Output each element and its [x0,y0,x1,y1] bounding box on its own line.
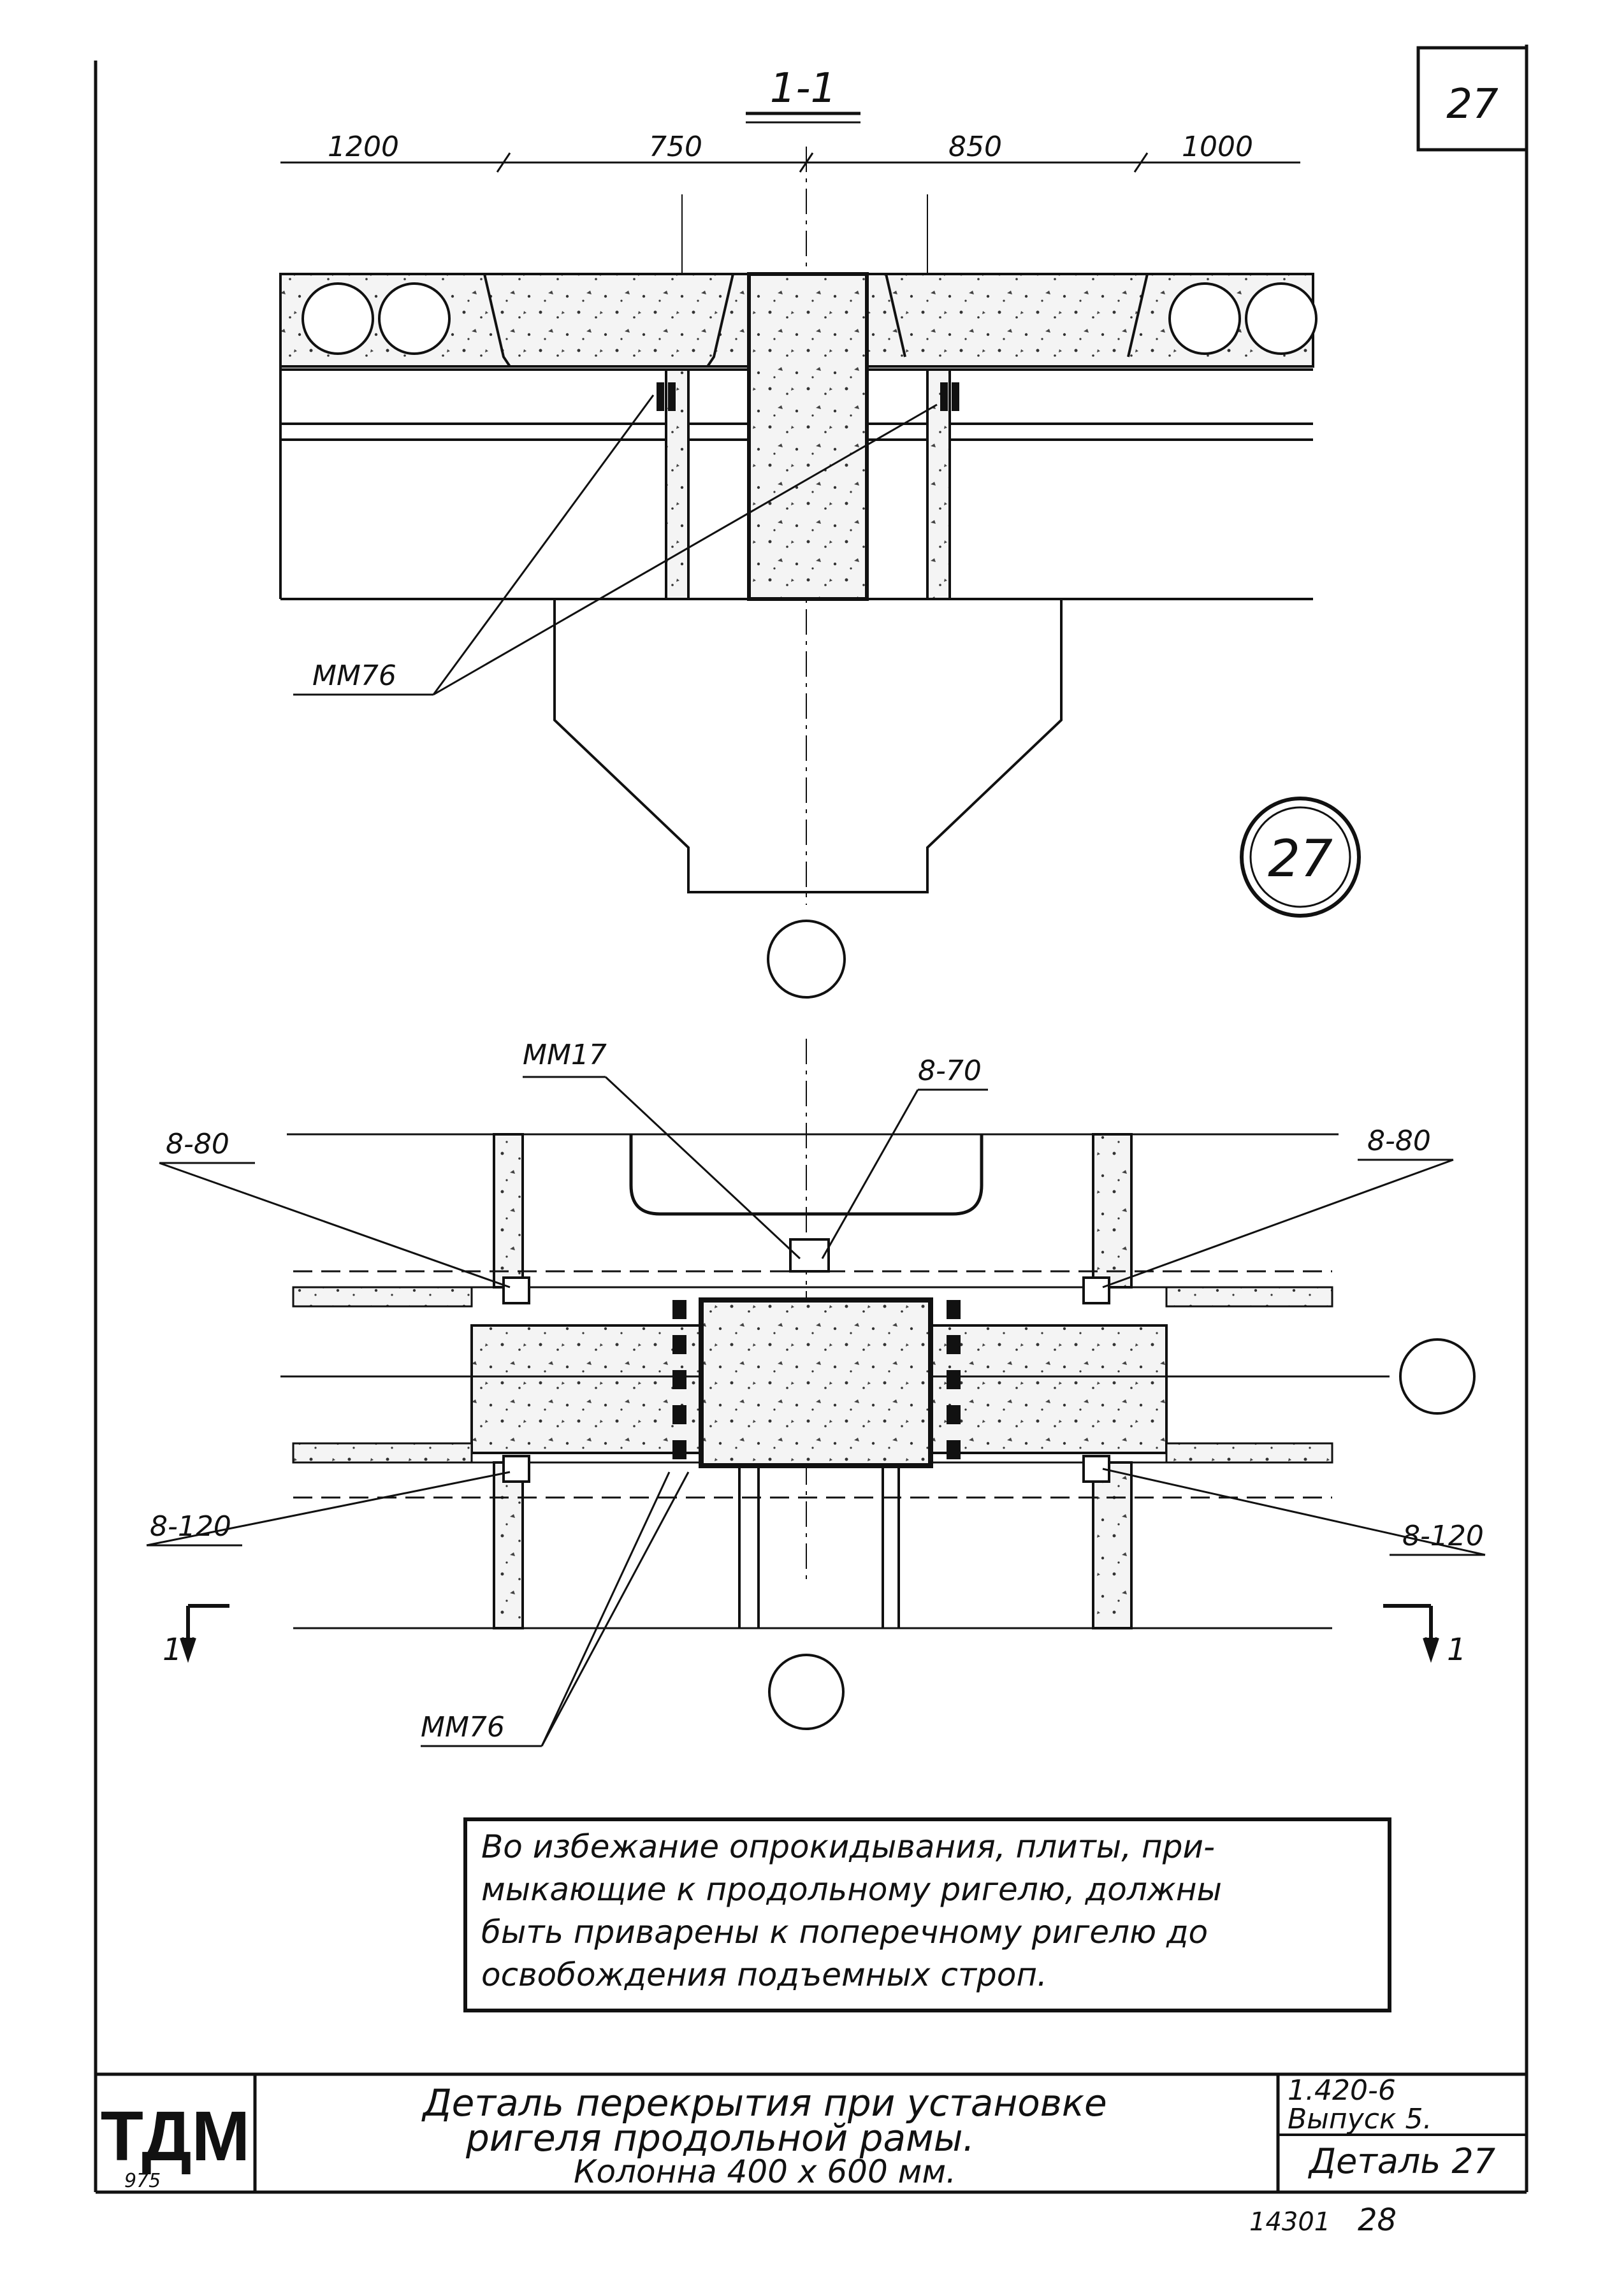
section-cut-right [1383,1604,1439,1663]
doc-issue: Выпуск 5. [1288,2103,1432,2135]
embedded-plates-section [657,382,959,411]
note-line-1: Во избежание опрокидывания, плиты, при- [481,1828,1215,1865]
note-line-2: мыкающие к продольному ригелю, должны [481,1871,1222,1908]
label-8-120-left: 8-120 [150,1510,231,1543]
plan-view: ММ17 8-70 8-80 8-80 8-120 8-120 ММ76 1 1 [146,1039,1486,1747]
note-line-3: быть приварены к поперечному ригелю до [481,1914,1208,1951]
detail-marker-number: 27 [1268,829,1333,888]
label-8-120-right: 8-120 [1402,1520,1484,1552]
note-line-4: освобождения подъемных строп. [481,1956,1047,1993]
footer-page: 28 [1358,2202,1397,2238]
dim-1200: 1200 [328,131,399,163]
title-line-3: Колонна 400 x 600 мм. [574,2153,956,2190]
cut-label-right: 1 [1447,1632,1467,1668]
detail-marker: 27 [1240,797,1361,918]
label-8-70: 8-70 [918,1055,982,1087]
section-cut-left [180,1604,229,1663]
plan-leaders [146,1076,1486,1747]
section-view: 1-1 1200 750 850 1000 [279,65,1318,999]
dimension-line [280,152,1300,173]
cut-label-left: 1 [163,1632,182,1668]
plan-beam-right-upper [1092,1133,1133,1289]
embedded-plates-plan [672,1300,961,1459]
logo: ТДМ [101,2097,250,2176]
sheet-number-box: 27 [1416,46,1528,152]
label-mm76-section: ММ76 [312,660,396,692]
footer-stamp: 14301 [1249,2207,1330,2237]
dim-1000: 1000 [1182,131,1253,163]
doc-detail: Деталь 27 [1308,2141,1495,2181]
column-section [747,272,869,601]
title-line-1: Деталь перекрытия при установке [421,2081,1107,2125]
title-line-2: ригеля продольной рамы. [465,2116,975,2160]
plan-beam-right-lower [1092,1461,1133,1629]
note-box: Во избежание опрокидывания, плиты, при- … [463,1817,1391,2012]
axis-marker-top [767,920,846,999]
column-plan [699,1297,933,1468]
section-title: 1-1 [770,65,837,112]
label-8-80-right: 8-80 [1367,1125,1431,1157]
axis-marker-bottom [768,1654,845,1730]
plan-beam-left-upper [493,1133,524,1289]
label-8-80-left: 8-80 [166,1128,229,1160]
rib-left [665,368,690,600]
plan-beam-left-lower [493,1461,524,1629]
dim-850: 850 [948,131,1002,163]
leader-mm76-section [293,394,938,696]
sheet-number: 27 [1446,81,1499,128]
plan-cutout [629,1134,984,1216]
dim-750: 750 [649,131,702,163]
doc-code: 1.420-6 [1288,2074,1396,2107]
axis-marker-right [1399,1338,1476,1415]
label-mm17: ММ17 [523,1039,607,1071]
logo-sub: 975 [124,2170,161,2192]
sheet-frame [94,45,1528,2194]
title-block: ТДМ 975 Деталь перекрытия при установке … [96,2072,1527,2192]
footer: 14301 28 [1249,2202,1397,2238]
column-corbel [553,599,1063,893]
label-mm76-plan: ММ76 [421,1711,505,1744]
